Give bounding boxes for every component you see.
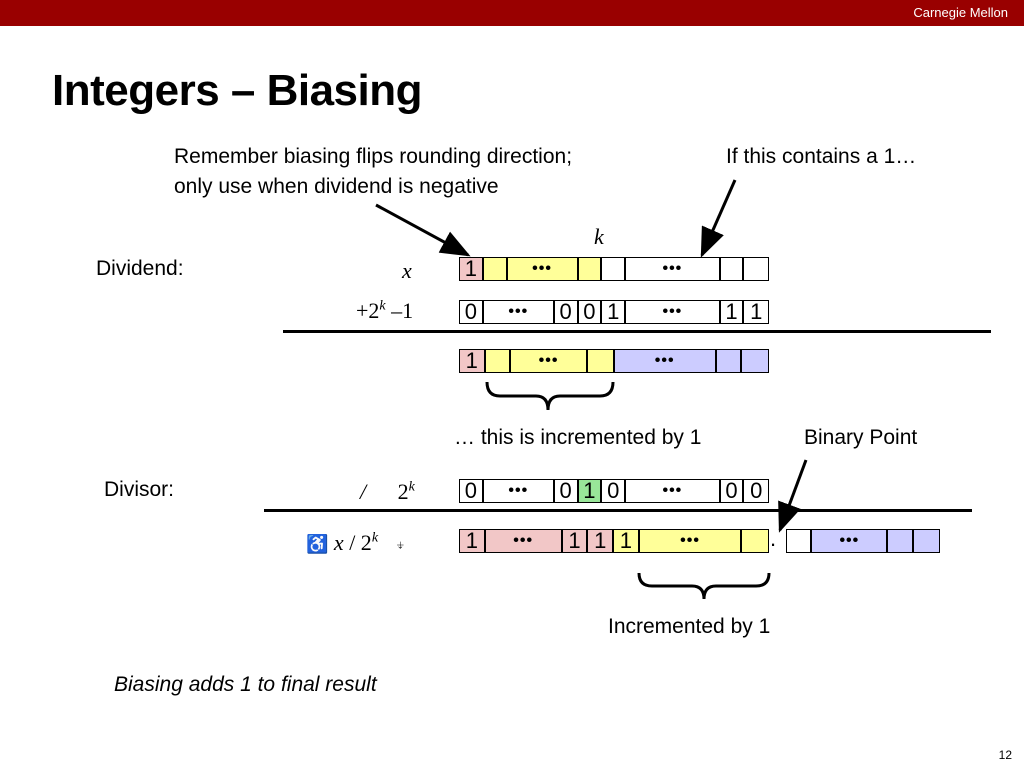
slide-title: Integers – Biasing: [52, 66, 423, 115]
top-brace: [485, 381, 615, 411]
fraction-bit-cell: [888, 530, 914, 552]
dividend-label: Dividend:: [96, 257, 184, 280]
fraction-bit-cell: [787, 530, 813, 552]
quotient-label: ♿ x / 2k ⍖: [306, 530, 405, 556]
binary-point-arrow: [778, 459, 808, 533]
bias-bit-cell: 1: [750, 299, 763, 324]
sum-bit-cell: [485, 350, 512, 372]
x-label: x: [402, 258, 412, 283]
contains-one-arrow: [700, 179, 737, 258]
remember-arrow: [375, 203, 471, 257]
binary-point-dot: .: [770, 526, 777, 551]
quotient-exponent: k: [371, 530, 379, 546]
bias-bit-cell: 0: [579, 299, 603, 324]
page-number: 12: [998, 748, 1012, 762]
sum-bit-cell: [716, 350, 743, 372]
divisor-bit-cell: 0: [750, 478, 763, 503]
x-bit-cell: [578, 258, 603, 280]
quotient-bit-cell: [742, 530, 769, 552]
divisor-exponent: k: [408, 479, 415, 495]
floor-right-icon: ⍖: [395, 537, 406, 554]
divisor-label: Divisor:: [104, 478, 175, 501]
floor-left-icon: ♿: [306, 534, 329, 554]
contains-one-note: If this contains a 1…: [726, 145, 917, 168]
quotient-divider-line: [264, 509, 972, 512]
divisor-bit-cell: 0: [460, 478, 484, 503]
sum-divider-line: [283, 330, 991, 333]
x-bit-ellipsis: •••: [626, 258, 721, 280]
divisor-bit-ellipsis: •••: [484, 480, 555, 502]
sum-bit-cell: [742, 350, 768, 372]
quotient-bit-ellipsis: •••: [639, 530, 743, 552]
bias-bit-cell: 0: [555, 299, 579, 324]
incremented-bottom-note: Incremented by 1: [608, 615, 771, 638]
x-bit-cell: [483, 258, 508, 280]
x-bit-ellipsis: •••: [507, 258, 579, 280]
brand-label: Carnegie Mellon: [913, 5, 1008, 20]
quotient-divide: / 2: [343, 530, 372, 555]
bias-bit-cell: 0: [460, 299, 484, 324]
sum-bit-ellipsis: •••: [614, 350, 717, 372]
binary-point-note: Binary Point: [804, 426, 918, 449]
bias-base: +2: [356, 298, 380, 323]
quotient-bit-row: 1 ••• 1 1 1 •••: [459, 528, 769, 553]
remember-line-1: Remember biasing flips rounding directio…: [174, 145, 573, 168]
bias-bit-cell: 1: [602, 299, 627, 324]
bias-bit-row: 0 ••• 0 0 1 ••• 1 1: [459, 299, 769, 324]
quotient-bit-cell: 1: [588, 528, 615, 553]
bias-bit-ellipsis: •••: [484, 301, 555, 323]
bias-minus-one: –1: [385, 298, 414, 323]
sum-bit-ellipsis: •••: [511, 350, 588, 372]
x-bit-row: 1 ••• •••: [459, 256, 769, 281]
divisor-bit-cell: 0: [721, 478, 745, 503]
divisor-base: 2: [397, 479, 409, 504]
quotient-bit-cell: 1: [562, 528, 589, 553]
bias-exponent: k: [379, 298, 386, 314]
bias-bit-cell: 1: [721, 299, 745, 324]
remember-line-2: only use when dividend is negative: [174, 175, 499, 198]
fraction-bit-cell: [913, 530, 939, 552]
incremented-top-note: … this is incremented by 1: [454, 426, 702, 449]
bias-bit-ellipsis: •••: [626, 301, 721, 323]
sum-bit-row: 1 ••• •••: [459, 348, 769, 373]
divisor-bit-row: 0 ••• 0 1 0 ••• 0 0: [459, 478, 769, 503]
sum-sign-bit: 1: [460, 348, 486, 373]
divisor-one-bit: 1: [578, 478, 603, 503]
divide-label: / 2k: [360, 479, 415, 505]
x-bit-cell: [602, 258, 627, 280]
x-sign-bit: 1: [460, 256, 484, 281]
quotient-bit-cell: 1: [614, 528, 640, 553]
divide-slash: /: [360, 479, 367, 504]
x-bit-cell: [721, 258, 745, 280]
divisor-bit-ellipsis: •••: [626, 480, 721, 502]
divisor-bit-cell: 0: [602, 478, 627, 503]
quotient-bit-ellipsis: •••: [485, 530, 563, 552]
divisor-bit-cell: 0: [555, 478, 579, 503]
quotient-x: x: [333, 530, 344, 555]
bottom-brace: [637, 572, 771, 600]
remember-note: Remember biasing flips rounding directio…: [174, 142, 572, 202]
footer-note: Biasing adds 1 to final result: [114, 673, 377, 696]
header-bar: Carnegie Mellon: [0, 0, 1024, 26]
fraction-bit-ellipsis: •••: [812, 530, 889, 552]
plus-bias-label: +2k –1: [356, 298, 413, 324]
fraction-bit-row: •••: [786, 529, 940, 553]
quotient-sign-bit: 1: [460, 528, 486, 553]
k-label: k: [594, 224, 604, 249]
sum-bit-cell: [587, 350, 615, 372]
